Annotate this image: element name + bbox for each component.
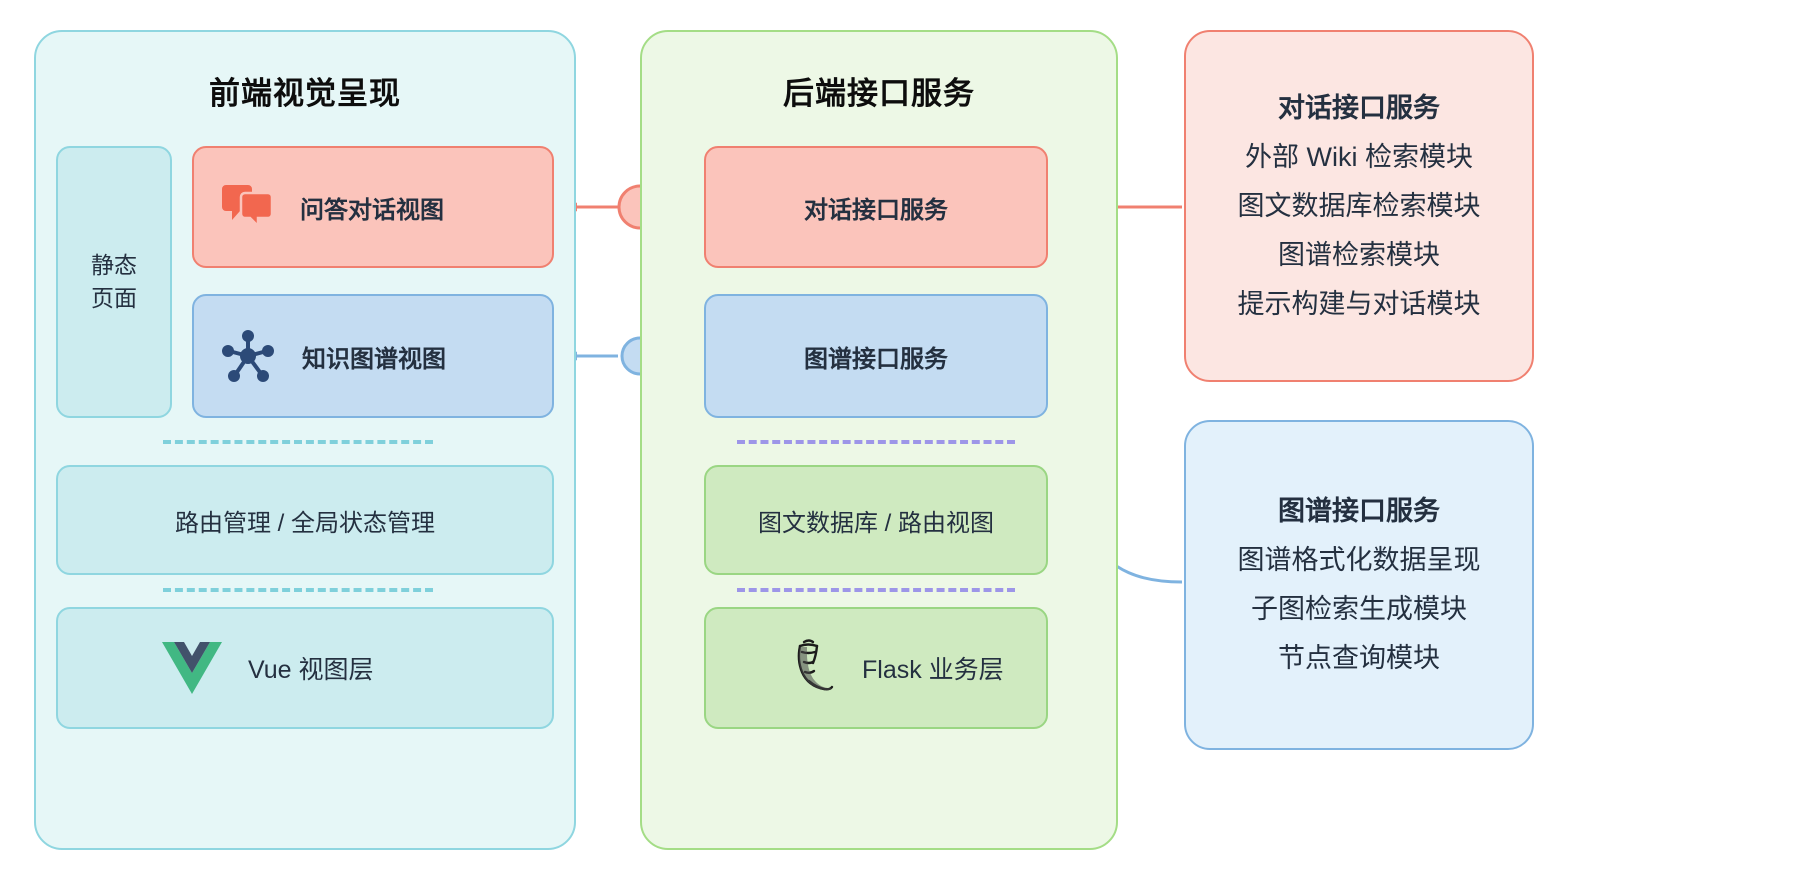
db-route-view-card[interactable]: 图文数据库 / 路由视图 xyxy=(704,465,1048,575)
frontend-column-title: 前端视觉呈现 xyxy=(209,76,401,111)
graph-service-item-1: 图谱格式化数据呈现 xyxy=(1237,545,1481,575)
vue-layer-label: Vue 视图层 xyxy=(248,656,374,684)
knowledge-graph-view-label: 知识图谱视图 xyxy=(302,345,446,373)
qa-dialog-view-card[interactable]: 问答对话视图 xyxy=(192,146,554,268)
static-page-line-2: 页面 xyxy=(91,285,137,311)
knowledge-graph-icon xyxy=(222,330,274,382)
flask-layer-label: Flask 业务层 xyxy=(862,656,1004,684)
graph-service-panel-heading: 图谱接口服务 xyxy=(1278,496,1440,526)
chat-service-item-3: 图谱检索模块 xyxy=(1278,239,1440,270)
backend-divider-1 xyxy=(737,440,1015,444)
router-state-label: 路由管理 / 全局状态管理 xyxy=(174,509,435,537)
static-page-line-1: 静态 xyxy=(91,251,137,278)
chat-service-panel-heading: 对话接口服务 xyxy=(1278,92,1440,123)
chat-api-service-card[interactable]: 对话接口服务 xyxy=(704,146,1048,268)
chat-service-detail-panel: 对话接口服务 外部 Wiki 检索模块 图文数据库检索模块 图谱检索模块 提示构… xyxy=(1184,30,1534,382)
frontend-divider-2 xyxy=(163,588,433,592)
graph-api-service-card[interactable]: 图谱接口服务 xyxy=(704,294,1048,418)
chat-service-item-1: 外部 Wiki 检索模块 xyxy=(1245,141,1473,172)
vue-layer-card[interactable]: Vue 视图层 xyxy=(56,607,554,729)
chat-bubbles-icon xyxy=(222,185,274,229)
flask-layer-card[interactable]: Flask 业务层 xyxy=(704,607,1048,729)
knowledge-graph-view-card[interactable]: 知识图谱视图 xyxy=(192,294,554,418)
graph-service-item-2: 子图检索生成模块 xyxy=(1251,594,1467,624)
graph-service-detail-panel: 图谱接口服务 图谱格式化数据呈现 子图检索生成模块 节点查询模块 xyxy=(1184,420,1534,750)
chat-service-item-4: 提示构建与对话模块 xyxy=(1237,288,1481,319)
chat-api-service-label: 对话接口服务 xyxy=(804,196,948,224)
qa-dialog-view-label: 问答对话视图 xyxy=(300,196,444,224)
graph-service-item-3: 节点查询模块 xyxy=(1278,643,1440,673)
flask-logo-icon xyxy=(797,639,834,691)
router-state-card[interactable]: 路由管理 / 全局状态管理 xyxy=(56,465,554,575)
chat-service-item-2: 图文数据库检索模块 xyxy=(1237,190,1481,221)
graph-api-service-label: 图谱接口服务 xyxy=(804,345,948,373)
db-route-view-label: 图文数据库 / 路由视图 xyxy=(757,509,994,537)
vue-logo-icon xyxy=(162,642,222,694)
backend-column-title: 后端接口服务 xyxy=(783,76,975,111)
backend-divider-2 xyxy=(737,588,1015,592)
static-page-card[interactable]: 静态 页面 xyxy=(56,146,172,418)
frontend-divider-1 xyxy=(163,440,433,444)
